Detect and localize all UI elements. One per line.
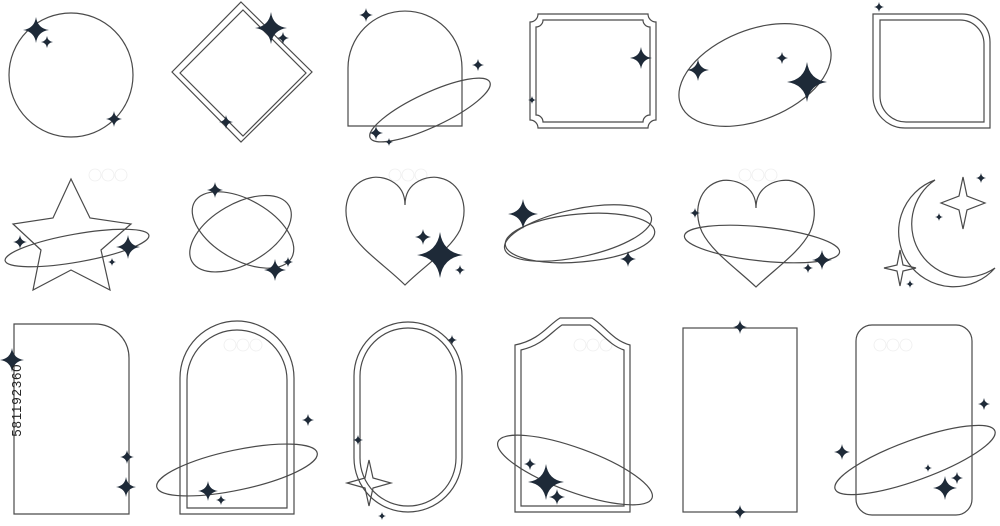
leaf-corner-frame xyxy=(872,2,991,129)
rectangle-frame xyxy=(682,320,798,519)
oval-double-frame xyxy=(344,321,463,520)
stock-id-label: 581192360 xyxy=(9,363,24,437)
scalloped-frame xyxy=(496,317,654,513)
notched-corner-frame xyxy=(528,13,657,129)
rounded-rectangle-with-orbit xyxy=(834,324,996,516)
double-diamond-frame xyxy=(171,1,313,143)
watermark xyxy=(88,168,913,352)
double-ellipse-orbit xyxy=(189,182,295,281)
ellipse-frame-with-stars xyxy=(678,23,832,127)
heart-frame xyxy=(345,176,465,286)
circle-frame xyxy=(8,12,134,138)
star-with-orbit xyxy=(4,177,150,292)
double-arch-frame xyxy=(156,320,318,515)
double-ellipse-frame xyxy=(503,199,656,267)
tall-rounded-frame xyxy=(0,323,136,515)
crescent-moon-with-stars xyxy=(883,173,996,288)
arch-frame-with-orbit xyxy=(347,8,491,146)
heart-with-orbit xyxy=(683,179,841,288)
